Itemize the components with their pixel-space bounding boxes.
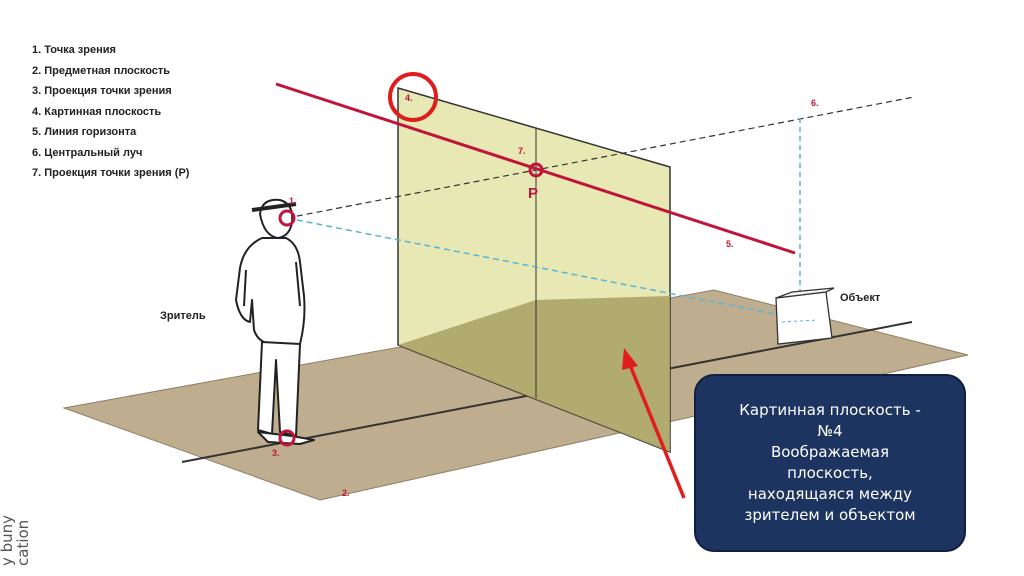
object-box	[775, 287, 835, 345]
label-7: 7.	[518, 146, 526, 156]
legend-item-7: 7. Проекция точки зрения (P)	[32, 167, 190, 179]
label-3: 3.	[272, 448, 280, 458]
label-p: P	[528, 185, 538, 202]
callout-line-2: №4	[817, 422, 843, 440]
object-label: Объект	[840, 292, 881, 304]
cropped-side-text: y buny cation	[0, 476, 31, 566]
viewpoint-marker	[278, 209, 296, 227]
side-text-line-1: y buny	[0, 514, 16, 566]
picture-plane-lower-shade	[398, 296, 670, 452]
callout-line-5: находящаяся между	[747, 485, 913, 503]
label-6: 6.	[811, 98, 819, 108]
legend-item-5: 5. Линия горизонта	[32, 126, 137, 138]
viewpoint-projection-marker	[278, 429, 296, 447]
callout-line-3: Воображаемая	[770, 443, 890, 461]
horizon-line	[275, 82, 796, 255]
central-ray	[286, 96, 915, 219]
side-text-line-2: cation	[14, 519, 31, 566]
picture-plane-highlight-circle	[388, 72, 438, 122]
callout-arrow	[626, 359, 686, 499]
legend-item-6: 6. Центральный луч	[32, 146, 143, 159]
legend-item-1: 1. Точка зрения	[32, 44, 116, 56]
callout-line-1: Картинная плоскость -	[739, 401, 921, 419]
ray-to-object-bottom	[286, 217, 801, 320]
label-4: 4.	[405, 93, 413, 103]
legend-item-2: 2. Предметная плоскость	[32, 64, 171, 77]
viewer-label: Зритель	[160, 310, 206, 322]
callout-box: Картинная плоскость - №4 Воображаемая пл…	[694, 374, 966, 552]
label-1: 1.	[289, 196, 297, 206]
legend: 1. Точка зрения 2. Предметная плоскость …	[32, 40, 272, 184]
legend-item-4: 4. Картинная плоскость	[32, 105, 162, 118]
label-5: 5.	[726, 239, 734, 249]
callout-line-4: плоскость,	[787, 464, 873, 482]
viewer-figure	[235, 198, 315, 445]
label-2: 2.	[342, 488, 350, 498]
p-point-marker	[528, 162, 544, 178]
callout-arrowhead	[622, 348, 638, 370]
legend-item-3: 3. Проекция точки зрения	[32, 85, 172, 97]
callout-line-6: зрителем и объектом	[744, 506, 916, 524]
